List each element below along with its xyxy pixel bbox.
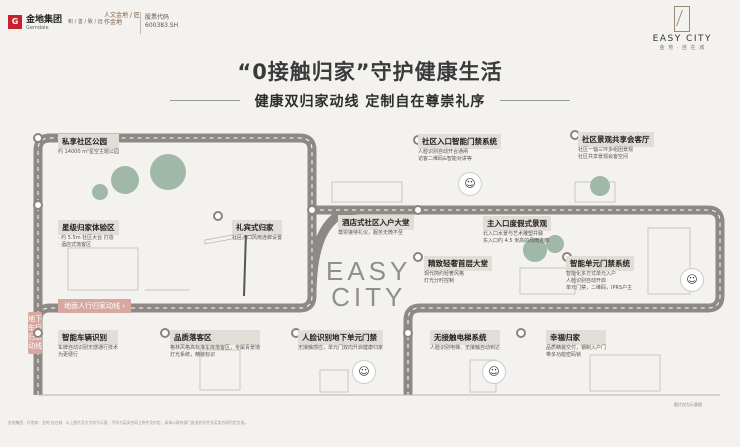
- node-car-id: 智能车辆识别 车牌自动识别无感通行技术 为更便行: [58, 330, 119, 359]
- node-home: 幸福归家 品质精装交付，钢制入户门 带多功能密码锁: [546, 330, 607, 359]
- node-desc: 带多功能密码锁: [546, 352, 582, 358]
- route-dot: [213, 211, 223, 221]
- node-lobby: 精致轻奢首层大堂 现代简约轻奢风格 灯光分时控制: [424, 256, 492, 285]
- node-desc: 灯光分时控制: [424, 278, 455, 284]
- node-title: 智能车辆识别: [58, 330, 119, 345]
- node-desc: 东入口约 4.5 米高的风雨连廊: [483, 238, 550, 244]
- garage-sketch: [199, 349, 241, 391]
- node-desc: 尊崇接待礼仪，服务无微不至: [338, 230, 404, 236]
- face-id-icon: ☺: [352, 360, 376, 384]
- node-share-hall: 社区景观共享会客厅 社区一轴三环多组团景观 社区共享景观会客空间: [578, 132, 654, 161]
- brand-logo: EASY CITY 金 地 · 自 在 城: [653, 6, 712, 51]
- brand-subname: 金 地 · 自 在 城: [659, 45, 706, 51]
- building-sketch: [67, 247, 139, 291]
- route-dot: [403, 328, 413, 338]
- node-title: 酒店式社区入户大堂: [338, 215, 414, 230]
- face-id-icon: ☺: [458, 172, 482, 196]
- node-desc: 人脸识别电梯、无接触自动到达: [430, 345, 501, 351]
- node-title: 社区景观共享会客厅: [578, 132, 654, 147]
- node-desc: 灯光系统，精装标识: [170, 352, 216, 358]
- node-title: 精致轻奢首层大堂: [424, 256, 492, 271]
- company-name: 金地集团: [26, 15, 63, 25]
- node-desc: · 约 5.5m 社区大台 打造: [58, 235, 114, 241]
- node-title: 人脸识别地下单元门禁: [298, 330, 384, 345]
- node-desc: 社区入口风雨连廊设置: [232, 235, 283, 241]
- company-logo: G 金地集团 Gemdale 积 / 善 / 致 / 远: [8, 12, 103, 31]
- company-sub: 积 / 善 / 致 / 远: [68, 19, 103, 25]
- node-experience: 星级归家体验区 · 约 5.5m 社区大台 打造 · 酒店式落客区: [58, 220, 119, 249]
- stock-info: 股票代码 600383.SH: [145, 14, 178, 30]
- route-dot: [516, 328, 526, 338]
- node-title: 星级归家体验区: [58, 220, 119, 235]
- node-desc: 访客二维码&智能对讲等: [418, 156, 472, 162]
- node-landscape: 主入口度假式景观 北入口水景与艺术雕塑并融 东入口约 4.5 米高的风雨连廊: [483, 216, 551, 245]
- route-dot: [307, 205, 317, 215]
- route-dot: [160, 328, 170, 338]
- image-note: 图片仅为示意图: [674, 402, 702, 407]
- face-id-icon: ☺: [482, 360, 506, 384]
- face-id-icon: ☺: [680, 268, 704, 292]
- node-park: 私享社区公园 约 14000 m²星空主题公园: [58, 134, 119, 156]
- node-desc: 社区一轴三环多组团景观: [578, 147, 634, 153]
- node-title: 私享社区公园: [58, 134, 119, 149]
- node-title: 智能单元门禁系统: [566, 256, 634, 271]
- route-dot: [33, 133, 43, 143]
- node-desc: 人脸识别自动开启: [566, 278, 607, 284]
- subtitle-line-right: [500, 100, 570, 101]
- node-hall: 酒店式社区入户大堂 尊崇接待礼仪，服务无微不至: [338, 215, 414, 237]
- legal-footer: 金地集团 · 开发商：金地·自在城 · 以上图片及文字仅为示意，不作为买卖合同之…: [8, 420, 249, 425]
- hall-sketch: [331, 181, 403, 203]
- route-dot: [413, 252, 423, 262]
- route-dot: [413, 205, 423, 215]
- easy-city-logo: EASY CITY: [326, 258, 411, 310]
- home-interior-sketch: [589, 354, 661, 392]
- brand-mark-icon: [674, 6, 691, 32]
- route-dot: [33, 328, 43, 338]
- lobby-sketch: [519, 267, 576, 295]
- node-garage: 品质落客区 格林风格高标准车库落客区，专属青景墙 灯光系统，精装标识: [170, 330, 261, 359]
- node-title: 品质落客区: [170, 330, 261, 345]
- node-desc: · 酒店式落客区: [58, 242, 92, 248]
- node-elevator: 无接触电梯系统 人脸识别电梯、无接触自动到达: [430, 330, 501, 352]
- node-desc: 约 14000 m²星空主题公园: [58, 149, 119, 155]
- node-desc: 单元门禁，二维码，IPRS户主: [566, 285, 633, 291]
- illustrations: [67, 181, 691, 393]
- trees: [92, 154, 610, 262]
- easy-text: EASY: [326, 256, 412, 286]
- page-subtitle: 健康双归家动线 定制自在尊崇礼序: [254, 94, 486, 110]
- node-title: 幸福归家: [546, 330, 607, 345]
- tower-sketch: [647, 227, 691, 295]
- gemdale-logo-icon: G: [8, 14, 22, 29]
- node-desc: 智能化多方式单元入户: [566, 271, 617, 277]
- ground-route-label: 地面人行归家动线 ›: [58, 299, 132, 313]
- node-desc: 品质精装交付，钢制入户门: [546, 345, 607, 351]
- node-desc: 人脸识别自动开合通闸: [418, 149, 469, 155]
- route-dot: [33, 200, 43, 210]
- stock-label: 股票代码: [145, 14, 170, 21]
- node-desc: 无接触感应，单元门双向升启健康归家: [298, 345, 384, 351]
- node-entrance-access: 社区入口智能门禁系统 人脸识别自动开合通闸 访客二维码&智能对讲等: [418, 134, 501, 163]
- brand-name: EASY CITY: [652, 34, 712, 44]
- node-desc: 现代简约轻奢风格: [424, 271, 465, 277]
- slogan: 人文金地 / 匠作金地: [104, 12, 140, 26]
- node-gate: 礼宾式归家 社区入口风雨连廊设置: [232, 220, 283, 242]
- subtitle-line-left: [170, 100, 240, 101]
- node-title: 无接触电梯系统: [430, 330, 501, 345]
- node-title: 社区入口智能门禁系统: [418, 134, 501, 149]
- stock-code: 600383.SH: [145, 22, 179, 29]
- node-face-door: 人脸识别地下单元门禁 无接触感应，单元门双向升启健康归家: [298, 330, 384, 352]
- node-title: 主入口度假式景观: [483, 216, 551, 231]
- node-unit-access: 智能单元门禁系统 智能化多方式单元入户 人脸识别自动开启 单元门禁，二维码，IP…: [566, 256, 634, 292]
- node-desc: 北入口水景与艺术雕塑并融: [483, 231, 544, 237]
- node-desc: 社区共享景观会客空间: [578, 154, 629, 160]
- header-divider: [140, 12, 141, 34]
- page-title: “0接触归家”守护健康生活: [237, 60, 503, 84]
- node-title: 礼宾式归家: [232, 220, 283, 235]
- company-en: Gemdale: [26, 25, 49, 31]
- city-text: CITY: [331, 282, 407, 312]
- node-desc: 格林风格高标准车库落客区，专属青景墙: [170, 345, 261, 351]
- node-desc: 车牌自动识别无感通行技术: [58, 345, 119, 351]
- node-desc: 为更便行: [58, 352, 79, 358]
